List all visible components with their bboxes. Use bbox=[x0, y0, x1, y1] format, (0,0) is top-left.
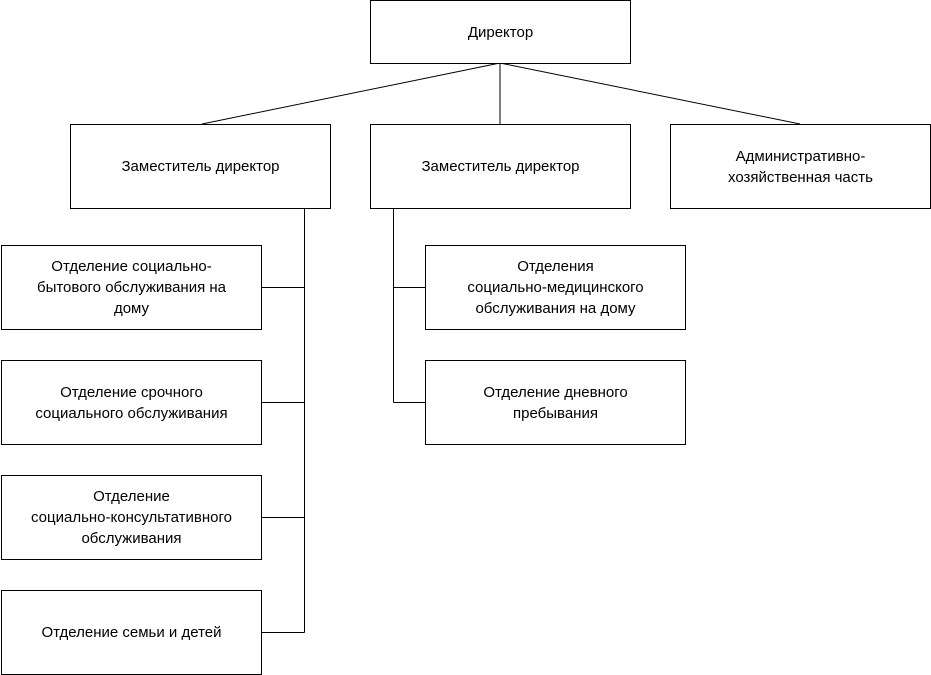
connector-director-deputy1 bbox=[201, 62, 501, 125]
director-box: Директор bbox=[370, 0, 631, 64]
department-box: Отделение семьи и детей bbox=[1, 590, 262, 675]
deputy-director-box-1: Заместитель директор bbox=[70, 124, 331, 209]
department-box: Отделение срочного социального обслужива… bbox=[1, 360, 262, 445]
department-box: Отделение социально- бытового обслуживан… bbox=[1, 245, 262, 330]
deputy-director-box-2: Заместитель директор bbox=[370, 124, 631, 209]
admin-household-box: Административно- хозяйственная часть bbox=[670, 124, 931, 209]
department-box: Отделение социально-консультативного обс… bbox=[1, 475, 262, 560]
connector-director-admin bbox=[499, 62, 801, 125]
department-box: Отделение дневного пребывания bbox=[425, 360, 686, 445]
department-box: Отделения социально-медицинского обслужи… bbox=[425, 245, 686, 330]
